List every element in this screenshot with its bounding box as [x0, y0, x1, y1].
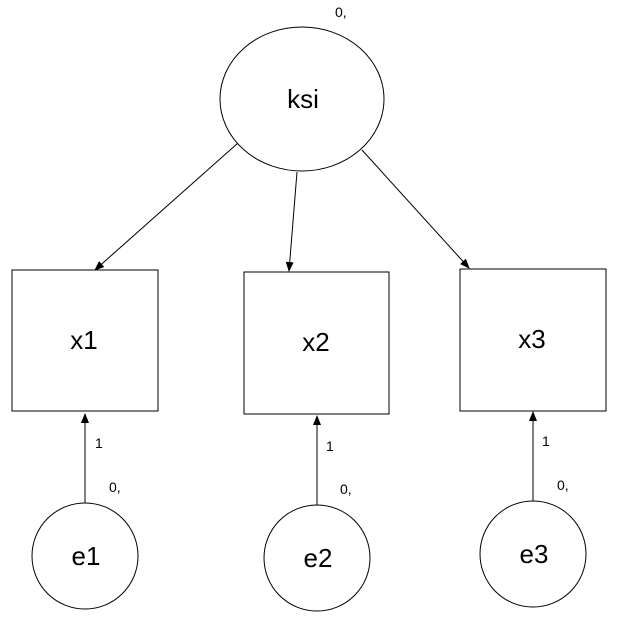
error-param-e2: 0,: [340, 481, 352, 497]
path-label-e1: 1: [95, 435, 103, 451]
latent-label: ksi: [287, 84, 319, 114]
observed-node-x3[interactable]: x3: [459, 268, 607, 412]
error-label-e2: e2: [304, 543, 333, 573]
error-node-e1[interactable]: e1: [31, 502, 139, 610]
error-label-e3: e3: [520, 539, 549, 569]
arrow-ksi-to-x2: [285, 171, 298, 272]
latent-node-ksi[interactable]: ksi: [219, 26, 385, 172]
observed-label-x1: x1: [70, 325, 97, 355]
observed-node-x1[interactable]: x1: [11, 269, 159, 412]
latent-param: 0,: [335, 4, 347, 20]
observed-node-x2[interactable]: x2: [243, 271, 390, 415]
error-node-e2[interactable]: e2: [263, 504, 371, 612]
error-param-e1: 0,: [109, 479, 121, 495]
error-label-e1: e1: [72, 541, 101, 571]
error-node-e3[interactable]: e3: [479, 500, 587, 608]
path-label-e2: 1: [326, 438, 334, 454]
observed-label-x2: x2: [302, 327, 329, 357]
path-label-e3: 1: [542, 433, 550, 449]
error-param-e3: 0,: [557, 477, 569, 493]
arrow-ksi-to-x1: [94, 142, 239, 271]
arrow-ksi-to-x3: [361, 149, 470, 269]
observed-label-x3: x3: [518, 324, 545, 354]
